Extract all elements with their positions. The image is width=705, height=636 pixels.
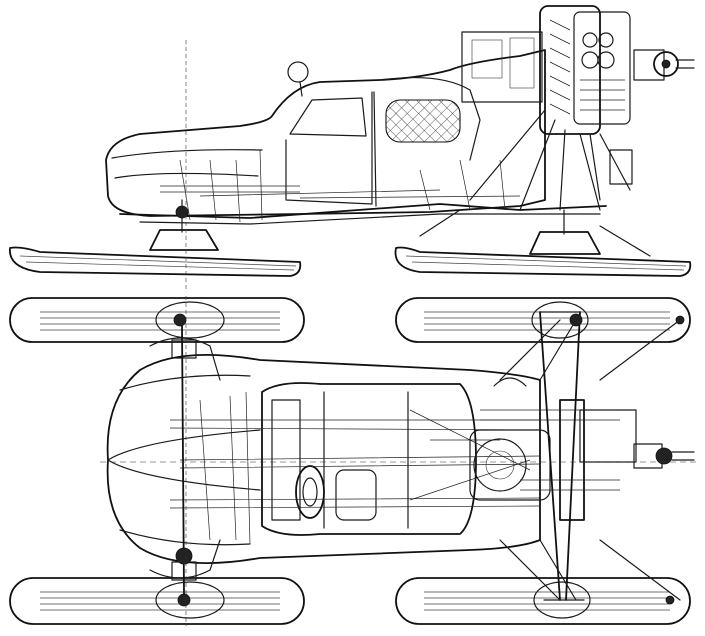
side-body-outline (105, 49, 546, 217)
top-body-outline (106, 353, 541, 565)
side-front-ski-mount (149, 199, 219, 251)
top-rear-a-frame (499, 311, 685, 605)
side-propeller-hub (633, 49, 695, 81)
side-rear-ski-mount (419, 209, 651, 257)
side-engine (539, 5, 631, 135)
top-ski-front-right (9, 577, 305, 625)
side-rear-window (385, 99, 461, 143)
top-front-fender-left (149, 337, 221, 381)
side-view (9, 5, 695, 290)
top-ski-rear-left (395, 297, 691, 343)
side-door (285, 91, 373, 205)
side-front-window (289, 97, 367, 137)
top-rear-fin (493, 377, 527, 387)
side-tail-fin (461, 31, 543, 103)
top-propeller-hub (633, 443, 695, 469)
side-mirror (287, 61, 309, 83)
side-front-ski (9, 246, 302, 277)
top-view (9, 296, 700, 626)
top-ski-rear-right (395, 577, 691, 625)
top-steering-wheel (295, 465, 325, 519)
side-rear-hump (379, 76, 481, 161)
top-engine (469, 399, 637, 521)
top-cabin (261, 382, 477, 536)
top-front-axle (171, 325, 197, 595)
side-fender (114, 172, 259, 179)
top-seat (335, 469, 377, 521)
side-chassis (119, 203, 607, 219)
side-engine-mount (469, 109, 631, 211)
top-ski-front-left (9, 297, 305, 343)
side-hood (111, 149, 263, 159)
side-rear-ski (394, 246, 692, 277)
